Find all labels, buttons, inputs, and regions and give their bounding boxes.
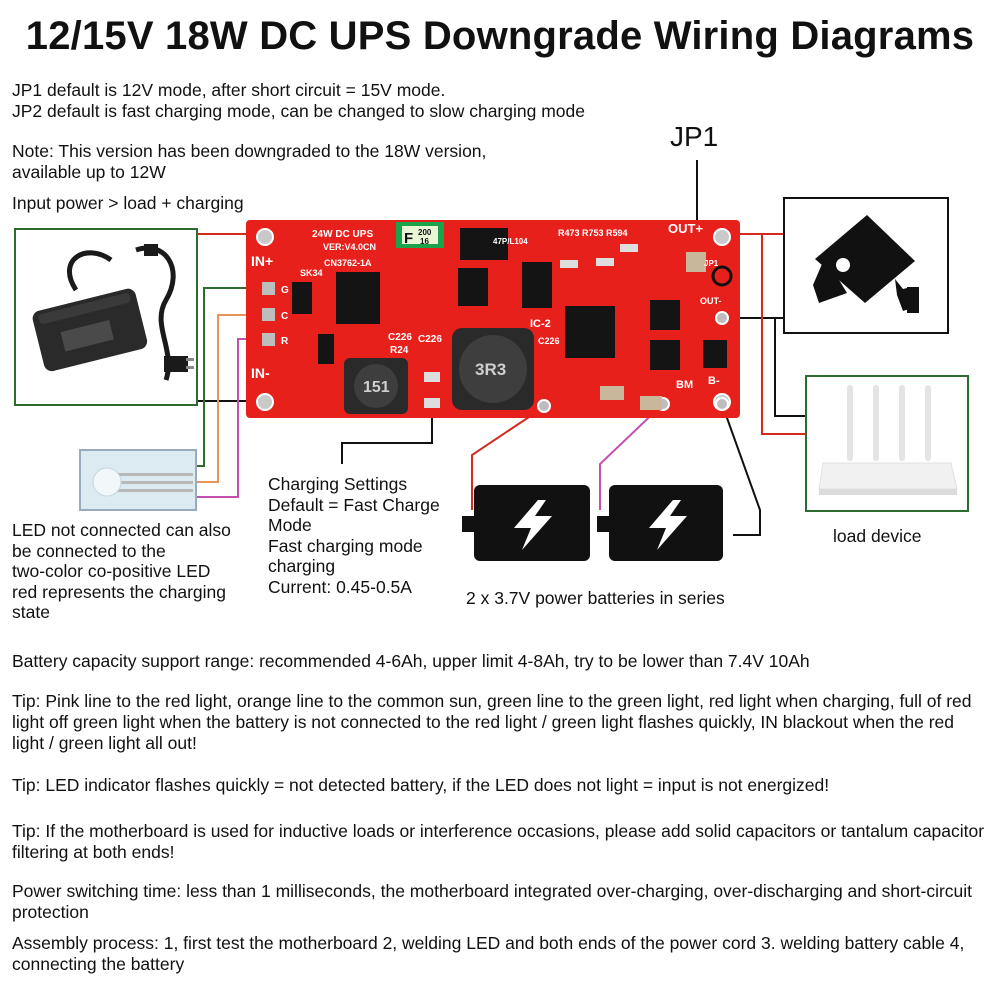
- wifi-router-icon: [818, 385, 958, 495]
- battery-bolt-icon: [514, 500, 552, 550]
- mosfet: [703, 340, 727, 368]
- board-ic2: IC-2: [530, 318, 551, 330]
- power-adapter-box: [14, 228, 198, 406]
- jp1-label: JP1: [670, 121, 719, 152]
- jp1-description: JP1 default is 12V mode, after short cir…: [12, 80, 446, 100]
- note-filtering: Tip: If the motherboard is used for indu…: [12, 821, 985, 862]
- wire-battery-negative: [721, 403, 761, 536]
- fuse-letter: F: [404, 230, 413, 247]
- battery-bolt-icon: [649, 500, 687, 550]
- power-adapter-icon: [32, 244, 194, 381]
- mount-hole: [256, 393, 274, 411]
- inductor-left-value: 151: [363, 379, 390, 396]
- downgrade-note: Note: This version has been downgraded t…: [12, 141, 487, 182]
- pin-b-minus: B-: [708, 375, 720, 387]
- pad-r: [262, 333, 275, 346]
- board-sk: SK34: [300, 268, 323, 278]
- board-chip: CN3762-1A: [324, 258, 372, 268]
- battery-2: [597, 485, 723, 561]
- load-device-label: load device: [833, 526, 922, 546]
- wire-led-orange: [196, 314, 268, 483]
- diode: [318, 334, 334, 364]
- pin-r: R: [281, 336, 289, 347]
- security-camera-icon: [813, 215, 919, 313]
- pad-out-minus: [715, 311, 729, 325]
- wire-battery-positive: [471, 406, 545, 510]
- wire-led-green: [196, 287, 268, 467]
- mosfet: [522, 262, 552, 308]
- inductor-right-value: 3R3: [475, 360, 506, 379]
- board-model: 24W DC UPS: [312, 229, 373, 240]
- pad-bminus: [715, 397, 729, 411]
- pad-g: [262, 282, 275, 295]
- fuse-top: 200: [418, 228, 432, 237]
- pad-bplus: [537, 399, 551, 413]
- led-note: LED not connected can also be connected …: [12, 520, 231, 622]
- note-capacity: Battery capacity support range: recommen…: [12, 651, 810, 671]
- led-box: [79, 449, 197, 511]
- jp2-description: JP2 default is fast charging mode, can b…: [12, 101, 585, 121]
- battery-1: [462, 485, 590, 561]
- board-cap2: C226: [418, 334, 442, 345]
- mosfet: [458, 268, 488, 306]
- security-camera-box: [783, 197, 949, 334]
- pad-jp1: [711, 265, 733, 287]
- bicolor-led-icon: [81, 451, 195, 509]
- ic-chip: [336, 272, 380, 324]
- mount-hole: [713, 228, 731, 246]
- fuse-window: [402, 226, 438, 244]
- pin-out-minus: OUT-: [700, 296, 722, 306]
- charging-settings: Charging Settings Default = Fast Charge …: [268, 474, 440, 597]
- pin-out-plus: OUT+: [668, 221, 703, 236]
- wire-battery-middle: [599, 403, 664, 510]
- wiring-diagram: 24W DC UPS VER:V4.0CN CN3762-1A IC-2 R47…: [196, 160, 806, 561]
- fuse-bottom: 16: [420, 237, 429, 246]
- pin-in-plus: IN+: [251, 253, 273, 269]
- mount-hole: [256, 228, 274, 246]
- ups-board: [246, 220, 740, 418]
- page-title: 12/15V 18W DC UPS Downgrade Wiring Diagr…: [25, 14, 975, 58]
- board-r24: R24: [390, 345, 409, 356]
- board-small-label: 47P/L104: [493, 237, 528, 246]
- pin-in-minus: IN-: [251, 365, 270, 381]
- board-version: VER:V4.0CN: [323, 242, 376, 252]
- note-led-indicator: Tip: LED indicator flashes quickly = not…: [12, 775, 830, 795]
- board-cap3: C226: [538, 336, 560, 346]
- board-resistors: R473 R753 R594: [558, 228, 628, 238]
- pin-c: C: [281, 311, 288, 322]
- board-cap1: C226: [388, 332, 412, 343]
- mosfet: [650, 340, 680, 370]
- router-box: [805, 375, 969, 512]
- pin-jp1: JP1: [704, 259, 719, 268]
- wire-load-negative: [774, 318, 806, 417]
- input-rule: Input power > load + charging: [12, 193, 244, 213]
- note-led-wiring: Tip: Pink line to the red light, orange …: [12, 691, 972, 753]
- wire-load-positive: [761, 234, 806, 435]
- mosfet: [460, 228, 508, 260]
- diode: [292, 282, 312, 314]
- note-assembly: Assembly process: 1, first test the moth…: [12, 933, 965, 974]
- pin-g: G: [281, 285, 289, 296]
- pin-bm: BM: [676, 379, 693, 391]
- charging-pointer: [341, 404, 433, 464]
- ic-chip: [565, 306, 615, 358]
- pad-c: [262, 308, 275, 321]
- batteries-label: 2 x 3.7V power batteries in series: [466, 588, 725, 608]
- note-switching: Power switching time: less than 1 millis…: [12, 881, 973, 922]
- mosfet: [650, 300, 680, 330]
